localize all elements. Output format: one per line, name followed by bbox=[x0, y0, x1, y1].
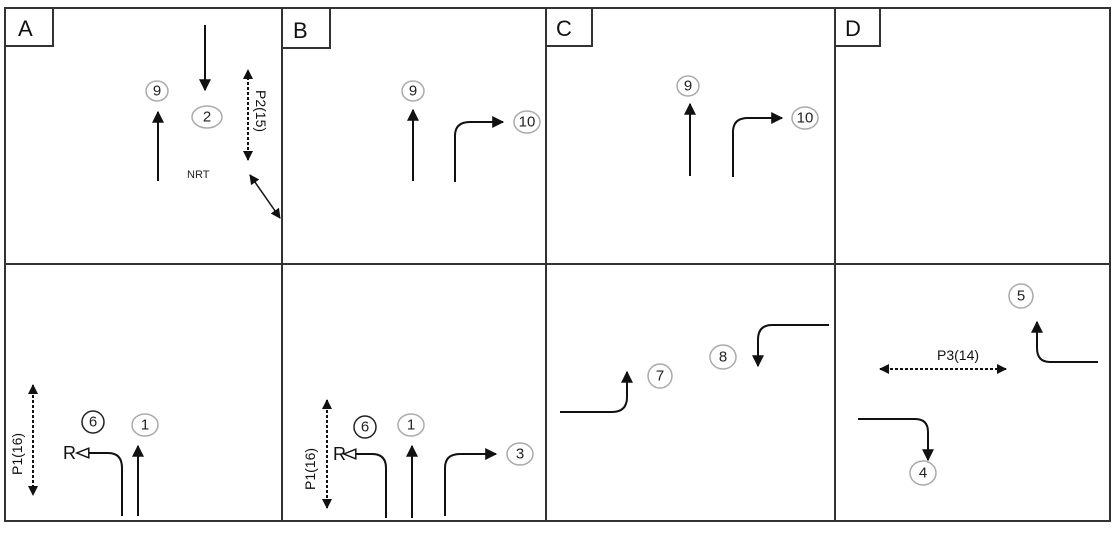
movement-number: 10 bbox=[797, 110, 814, 127]
panel-c-top: 9 10 bbox=[676, 75, 819, 177]
movement-number: 9 bbox=[409, 83, 417, 100]
phase-label-a: A bbox=[4, 7, 54, 47]
movement-circle bbox=[513, 110, 541, 134]
svg-text:D: D bbox=[845, 16, 861, 41]
pedestrian-label: P1(16) bbox=[9, 433, 25, 475]
movement-circle bbox=[647, 363, 673, 389]
panel-b-bottom: P1(16) 6 1 R 3 bbox=[302, 399, 534, 518]
movement-circle bbox=[145, 80, 169, 102]
right-turn-arrow bbox=[858, 418, 934, 462]
svg-text:C: C bbox=[556, 16, 572, 41]
movement-circle bbox=[191, 105, 223, 129]
panel-b-top: 9 10 bbox=[401, 80, 541, 182]
right-turn-overlap-arrow bbox=[74, 447, 123, 516]
movement-number: 10 bbox=[519, 114, 536, 131]
overlap-label: R bbox=[63, 443, 76, 463]
movement-number: 4 bbox=[919, 465, 927, 482]
movement-number: 3 bbox=[516, 446, 524, 463]
movement-circle bbox=[791, 106, 819, 130]
panel-c-bottom: 7 8 bbox=[560, 324, 829, 413]
movement-number: 6 bbox=[361, 419, 369, 436]
movement-number: 9 bbox=[684, 78, 692, 95]
pedestrian-label: P1(16) bbox=[302, 448, 318, 490]
movement-number: 2 bbox=[203, 109, 211, 126]
movement-circle bbox=[1008, 283, 1034, 309]
movement-number: 9 bbox=[153, 83, 161, 100]
pedestrian-label: P2(15) bbox=[253, 90, 269, 132]
nrt-label: NRT bbox=[187, 169, 210, 181]
panel-d-bottom: 5 P3(14) 4 bbox=[858, 283, 1098, 486]
svg-text:A: A bbox=[18, 16, 33, 41]
movement-number: 7 bbox=[656, 368, 664, 385]
movement-circle bbox=[909, 460, 937, 486]
phase-label-b: B bbox=[281, 7, 331, 49]
right-turn-arrow bbox=[444, 448, 498, 516]
movement-circle bbox=[506, 442, 534, 466]
pedestrian-label: P3(14) bbox=[937, 347, 979, 363]
panel-a-top: 9 2 P2(15) NRT bbox=[145, 25, 281, 219]
movement-number: 1 bbox=[407, 417, 415, 434]
panel-a-bottom: P1(16) 6 1 R bbox=[9, 384, 159, 516]
right-turn-overlap-arrow bbox=[341, 448, 387, 518]
right-turn-arrow bbox=[454, 116, 505, 182]
overlap-label: R bbox=[333, 444, 346, 464]
phase-label-c: C bbox=[545, 7, 593, 47]
svg-text:B: B bbox=[293, 18, 308, 43]
phase-label-d: D bbox=[834, 7, 881, 47]
movement-circle bbox=[131, 413, 159, 437]
left-turn-arrow bbox=[752, 324, 829, 368]
movement-circle bbox=[401, 80, 425, 102]
movement-number: 1 bbox=[141, 417, 149, 434]
left-turn-arrow bbox=[1031, 320, 1098, 363]
movement-number: 8 bbox=[719, 349, 727, 366]
right-turn-arrow bbox=[732, 112, 784, 177]
movement-circle bbox=[676, 75, 700, 97]
left-turn-arrow bbox=[560, 370, 633, 413]
movement-number: 6 bbox=[89, 414, 97, 431]
grid-frame bbox=[4, 7, 1111, 522]
movement-circle bbox=[353, 415, 377, 439]
movement-circle bbox=[81, 410, 105, 434]
movement-circle bbox=[397, 413, 425, 437]
diagonal-arrow bbox=[249, 174, 281, 219]
movement-circle bbox=[709, 344, 737, 370]
movement-number: 5 bbox=[1017, 288, 1025, 305]
